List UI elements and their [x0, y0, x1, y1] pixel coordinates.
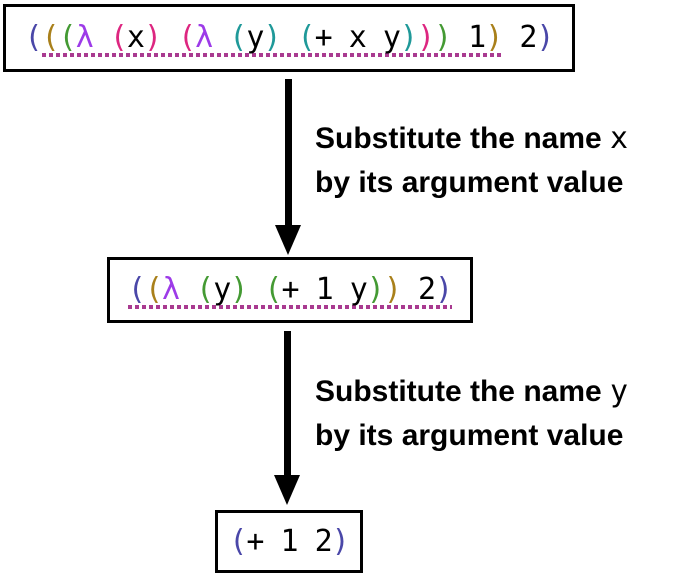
arrow-label-2-variable: y [610, 374, 629, 409]
code-post-step-1: 2) [502, 20, 554, 55]
code-pre-step-1: ( [24, 20, 43, 55]
arrow-label-1-line-2: by its argument value [315, 166, 624, 199]
arrow-down-2-shaft [284, 331, 291, 477]
arrow-label-2-prefix: Substitute the name [315, 375, 611, 408]
code-pre-step-3: (+ 1 2) [229, 523, 349, 559]
arrow-down-1-head-icon [275, 225, 301, 255]
arrow-down-2-head-icon [274, 475, 300, 505]
arrow-label-2-line-2: by its argument value [315, 419, 624, 452]
expression-box-step-2: ((λ (y) (+ 1 y)) 2) [107, 257, 473, 323]
redex-underline-step-2: ((λ (y) (+ 1 y)) 2) [127, 272, 453, 309]
code-expression-step-2: ((λ (y) (+ 1 y)) 2) [127, 272, 453, 309]
redex-underline-step-1: ((λ (x) (λ (y) (+ x y))) 1) [41, 20, 503, 57]
arrow-label-1-prefix: Substitute the name [315, 122, 611, 155]
arrow-label-2: Substitute the name y by its argument va… [315, 370, 628, 458]
expression-box-step-1: (((λ (x) (λ (y) (+ x y))) 1) 2) [3, 4, 575, 72]
code-expression-step-1: (((λ (x) (λ (y) (+ x y))) 1) 2) [24, 20, 554, 57]
arrow-down-1-shaft [285, 79, 292, 227]
expression-box-step-3: (+ 1 2) [215, 510, 363, 573]
arrow-label-1-line-1: Substitute the name x [315, 117, 628, 161]
arrow-label-2-line-1: Substitute the name y [315, 370, 628, 414]
arrow-label-1: Substitute the name x by its argument va… [315, 117, 628, 205]
arrow-label-1-variable: x [610, 121, 629, 156]
code-expression-step-3: (+ 1 2) [229, 523, 349, 560]
